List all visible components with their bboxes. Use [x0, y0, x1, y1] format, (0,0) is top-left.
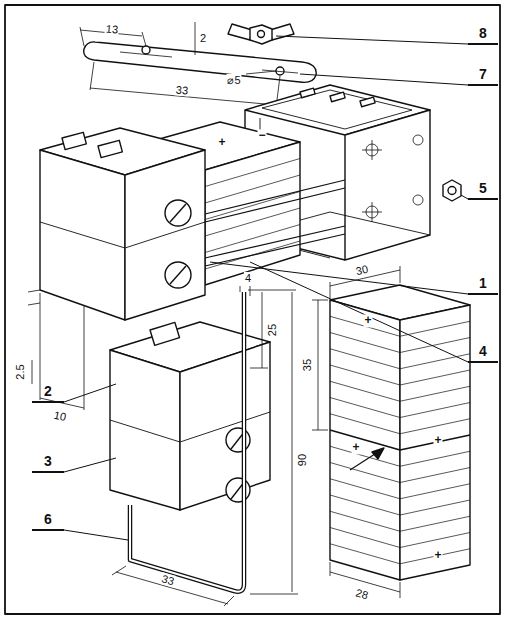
cell-stack — [330, 285, 470, 580]
dimension-value: 10 — [52, 409, 68, 424]
sheet-border — [5, 5, 500, 614]
plate-line — [205, 192, 300, 220]
hex-nut — [443, 180, 461, 201]
plate-line — [400, 451, 470, 466]
plate-line — [330, 381, 400, 401]
plate-line — [330, 365, 400, 385]
plate-line — [205, 225, 300, 253]
plate-line — [400, 370, 470, 385]
wire-rod — [130, 292, 244, 592]
callout-number: 6 — [43, 512, 53, 527]
polarity-sign: − — [257, 129, 266, 142]
plate-line — [330, 414, 400, 434]
plate-line — [330, 479, 400, 499]
plate-line — [330, 463, 400, 483]
polarity-sign: + — [363, 314, 372, 327]
plate-line — [330, 333, 400, 353]
plate-line — [330, 398, 400, 418]
polarity-sign: + — [217, 136, 226, 149]
terminal-block — [40, 128, 205, 320]
callout-number: 4 — [478, 344, 488, 359]
wing-nut — [228, 24, 294, 44]
plate-line — [400, 549, 470, 564]
dimension-lines — [112, 286, 298, 606]
callout-number: 2 — [43, 384, 53, 399]
plate-line — [330, 349, 400, 369]
polarity-sign: + — [351, 441, 360, 454]
polarity-sign: + — [433, 549, 442, 562]
plate-line — [400, 419, 470, 434]
plate-line — [400, 338, 470, 353]
callout-number: 8 — [478, 26, 488, 41]
dimension-value: 33 — [174, 83, 189, 96]
hex-nut-bore — [448, 187, 456, 195]
plate-line — [400, 321, 470, 336]
callout-number: 7 — [478, 67, 488, 82]
dimension-value: 13 — [104, 22, 119, 35]
plate-line — [400, 500, 470, 515]
plate-line — [400, 484, 470, 499]
dimension-value: 30 — [354, 263, 370, 278]
tie-rods — [205, 180, 345, 266]
plate-line — [205, 175, 300, 203]
plate-line — [330, 495, 400, 515]
plate-line — [330, 544, 400, 564]
dimension-value: 2 — [199, 32, 207, 44]
dimension-value: 28 — [353, 586, 370, 602]
dimension-value: 90 — [296, 453, 308, 467]
dimension-value: 25 — [266, 323, 278, 337]
plate-line — [400, 468, 470, 483]
callout-number: 3 — [43, 454, 53, 469]
plate-line — [205, 159, 300, 187]
strap — [84, 42, 317, 82]
leader-lines — [32, 36, 498, 540]
dimension-lines — [28, 290, 84, 410]
plate-line — [400, 533, 470, 548]
plate-line — [330, 528, 400, 548]
callout-number: 1 — [478, 276, 488, 291]
dimension-value: 2.5 — [14, 363, 26, 380]
dimension-lines — [80, 22, 280, 108]
plate-line — [330, 446, 400, 466]
plate-line — [205, 208, 300, 236]
plate-line — [400, 386, 470, 401]
dimension-lines — [312, 266, 400, 598]
plate-line — [400, 354, 470, 369]
dimension-value: 4 — [244, 272, 252, 284]
polarity-sign: + — [433, 434, 442, 447]
plate-line — [330, 511, 400, 531]
plate-line — [400, 403, 470, 418]
dimension-value: 33 — [159, 572, 176, 588]
callout-number: 5 — [478, 181, 488, 196]
dimension-value: ⌀5 — [226, 74, 241, 86]
dimension-value: 35 — [301, 358, 313, 372]
plate-line — [400, 516, 470, 531]
